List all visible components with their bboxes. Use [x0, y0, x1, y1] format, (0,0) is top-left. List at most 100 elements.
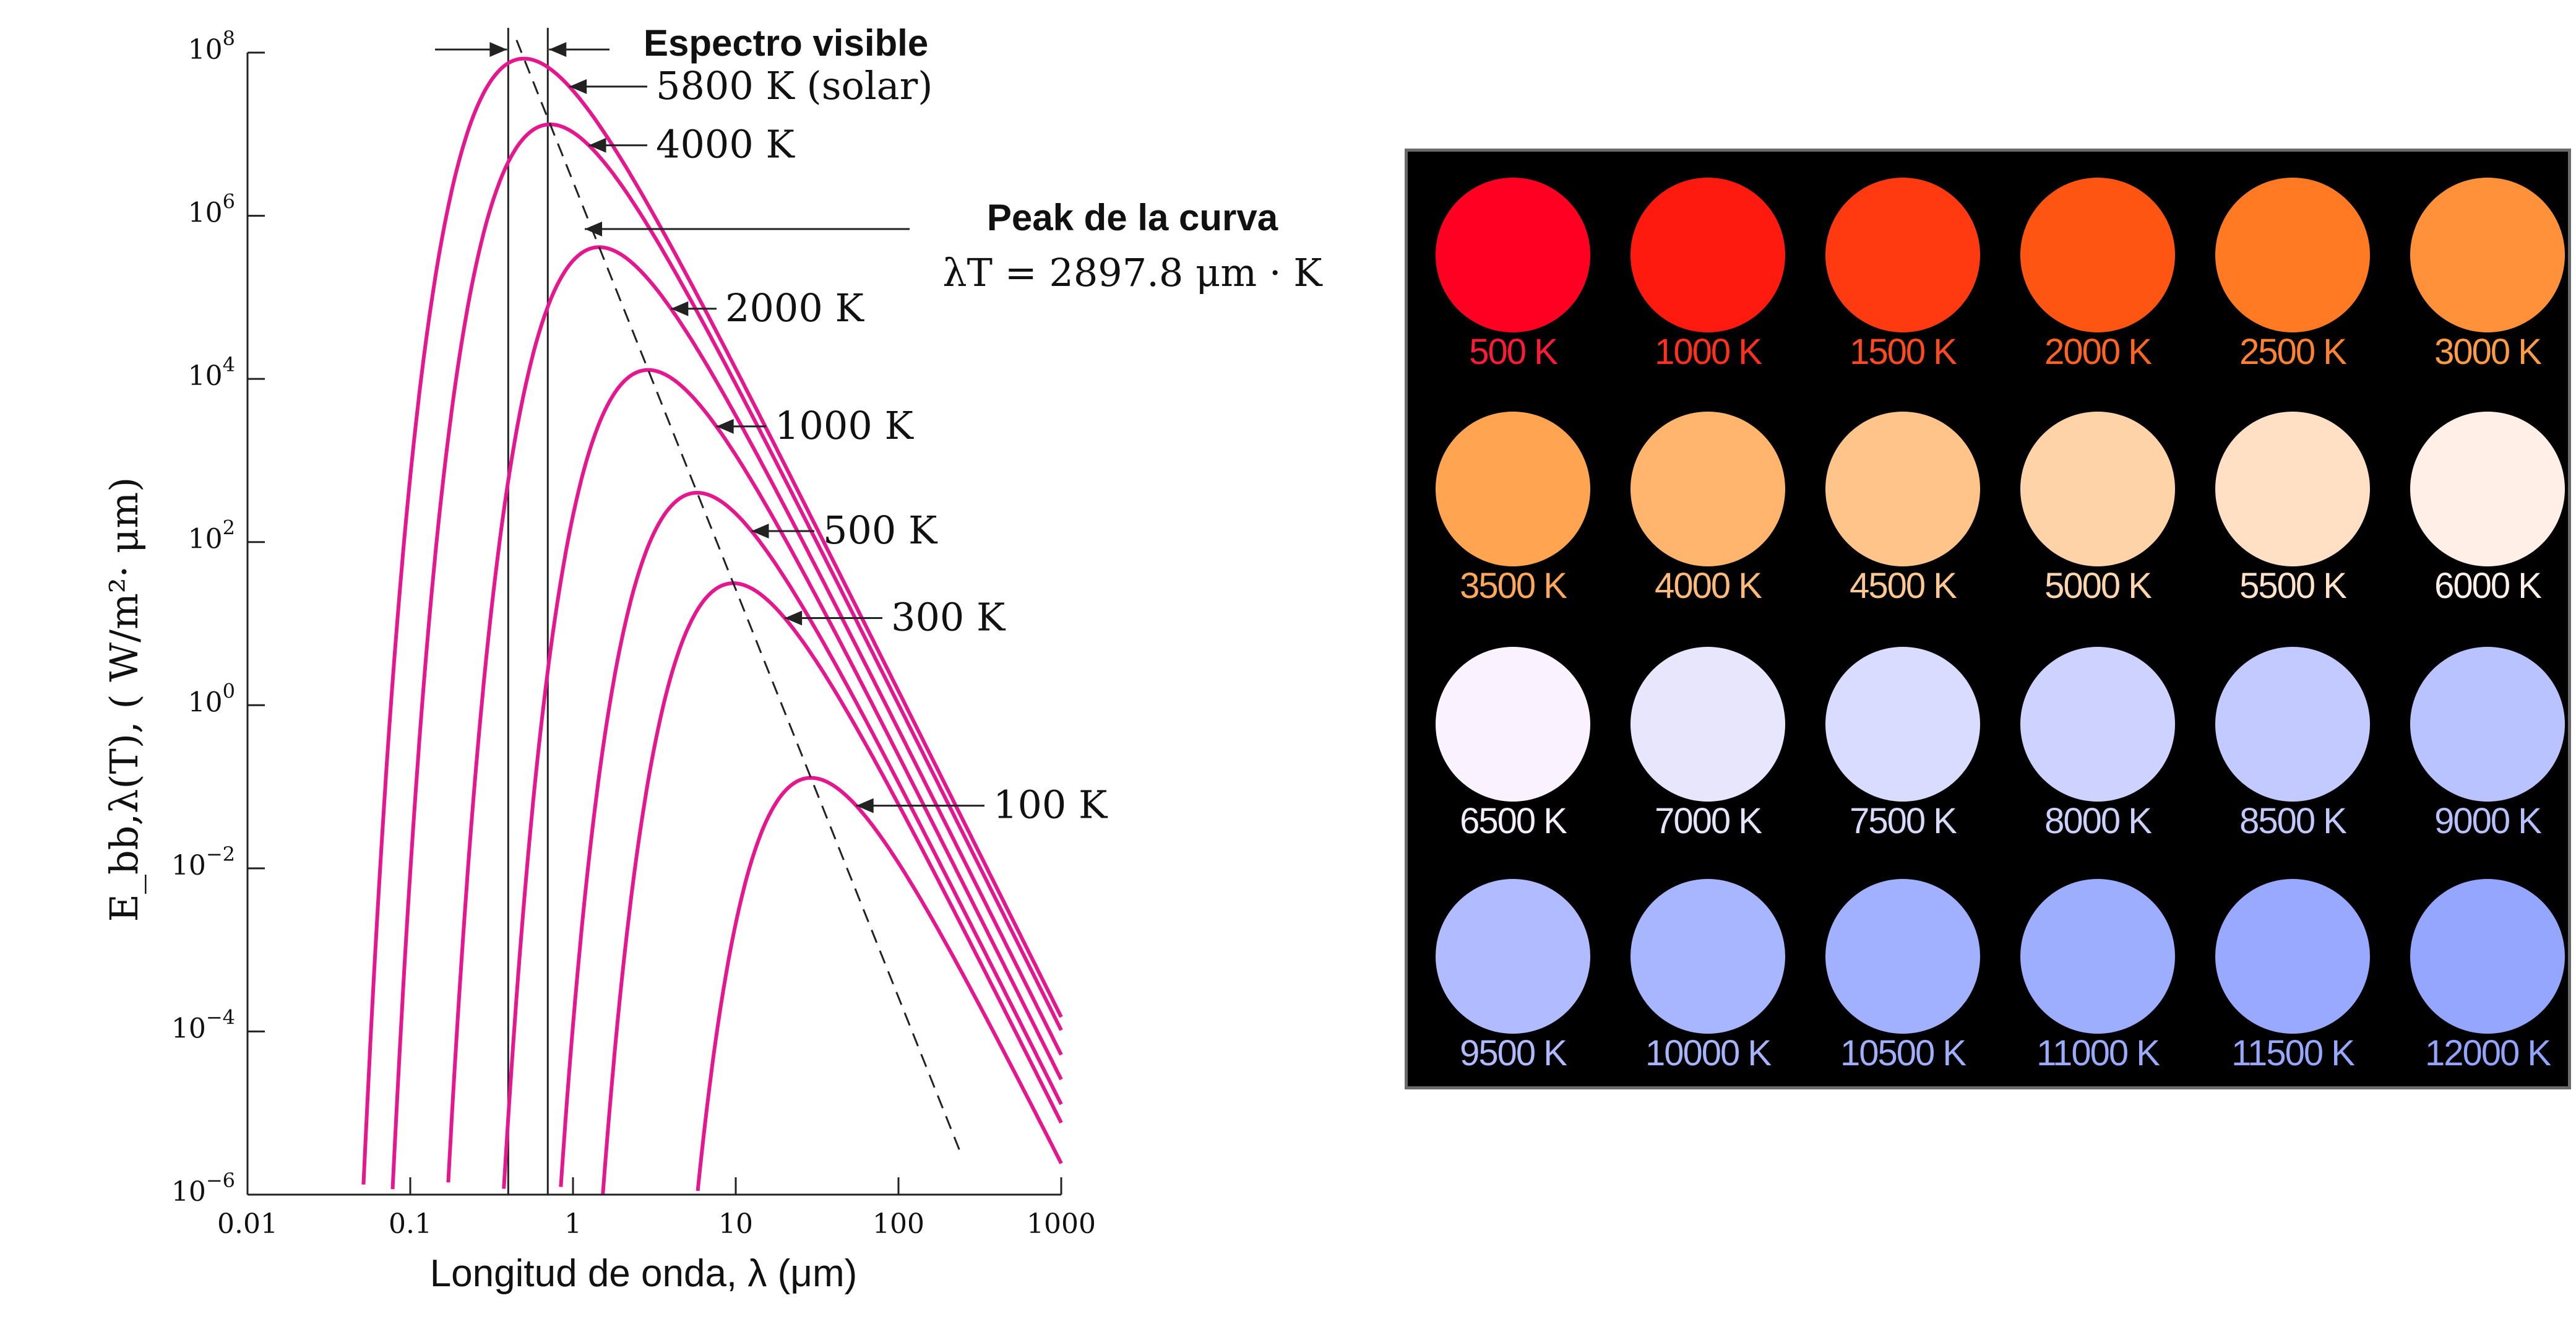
peak-arrowhead: [585, 222, 602, 236]
color-swatch: [2215, 178, 2370, 332]
swatch-label: 5000 K: [2044, 566, 2152, 606]
color-swatch: [1630, 178, 1785, 332]
swatch-cell: 11500 K: [2200, 879, 2385, 1102]
swatch-label: 4000 K: [1655, 566, 1762, 606]
y-tick-label: 10−6: [171, 1169, 235, 1208]
x-tick-label: 0.01: [217, 1208, 278, 1240]
swatch-cell: 500 K: [1420, 178, 1606, 400]
swatch-cell: 6000 K: [2395, 412, 2576, 634]
color-swatch: [1436, 412, 1590, 566]
swatch-cell: 8000 K: [2005, 647, 2190, 870]
swatch-label: 4500 K: [1850, 566, 1957, 606]
swatch-cell: 4000 K: [1615, 412, 1801, 634]
swatch-cell: 5500 K: [2200, 412, 2385, 634]
swatch-label: 5500 K: [2239, 566, 2347, 606]
swatch-label: 6500 K: [1460, 801, 1567, 841]
curve-2000k: [446, 245, 1063, 1183]
color-swatch: [1630, 879, 1785, 1034]
swatch-label: 8000 K: [2044, 801, 2152, 841]
swatch-label: 2000 K: [2044, 332, 2152, 372]
y-axis-label: E_bb,λ(T), ( W/m²· μm): [101, 477, 147, 922]
swatch-cell: 3000 K: [2395, 178, 2576, 400]
label-arrowhead-2000k: [671, 301, 689, 316]
visible-spectrum-label: Espectro visible: [644, 22, 928, 64]
swatch-label: 10500 K: [1840, 1033, 1966, 1073]
color-swatch: [1825, 647, 1980, 802]
y-tick-label: 10−4: [171, 1005, 235, 1044]
swatch-label: 500 K: [1469, 332, 1558, 372]
x-axis-label: Longitud de onda, λ (μm): [430, 1252, 858, 1295]
swatch-label: 9000 K: [2434, 801, 2542, 841]
curve-4000k: [390, 123, 1063, 1190]
y-tick-label: 108: [188, 27, 235, 66]
series-label-2000k: 2000 K: [725, 285, 864, 331]
swatch-cell: 8500 K: [2200, 647, 2385, 870]
label-arrowhead-100k: [856, 798, 874, 813]
label-arrowhead-4000k: [588, 137, 606, 153]
color-swatch: [1825, 879, 1980, 1034]
x-tick-label: 10: [718, 1208, 753, 1240]
color-swatch: [2215, 412, 2370, 566]
swatch-label: 6000 K: [2434, 566, 2542, 606]
swatch-cell: 7000 K: [1615, 647, 1801, 870]
y-tick-label: 100: [188, 679, 235, 718]
swatch-cell: 1500 K: [1810, 178, 1996, 400]
swatch-cell: 5000 K: [2005, 412, 2190, 634]
series-label-5800k: 5800 K (solar): [656, 63, 933, 108]
series-label-500k: 500 K: [823, 508, 938, 553]
label-arrowhead-500k: [751, 523, 769, 539]
swatch-cell: 12000 K: [2395, 879, 2576, 1102]
swatch-label: 1500 K: [1850, 332, 1957, 372]
color-swatch: [2410, 879, 2565, 1034]
swatch-cell: 1000 K: [1615, 178, 1801, 400]
swatch-cell: 2000 K: [2005, 178, 2190, 400]
curve-1000k: [502, 368, 1063, 1189]
series-label-4000k: 4000 K: [656, 122, 795, 167]
swatch-label: 7000 K: [1655, 801, 1762, 841]
color-swatch: [2410, 178, 2565, 332]
visible-arrowhead-right: [549, 42, 567, 57]
label-arrowhead-1000k: [716, 418, 734, 434]
color-swatch: [2215, 879, 2370, 1034]
color-swatch: [1436, 178, 1590, 332]
swatch-cell: 10000 K: [1615, 879, 1801, 1102]
color-swatch: [2020, 879, 2175, 1034]
color-swatch: [2020, 178, 2175, 332]
y-tick-label: 10−2: [171, 842, 235, 881]
curve-100k: [696, 776, 1063, 1192]
swatch-label: 2500 K: [2239, 332, 2347, 372]
color-swatch: [2215, 647, 2370, 802]
series-label-100k: 100 K: [993, 782, 1108, 828]
x-tick-label: 1000: [1027, 1208, 1096, 1240]
color-swatch: [2410, 412, 2565, 566]
curve-500k: [559, 491, 1063, 1187]
x-tick-label: 100: [872, 1208, 924, 1240]
swatch-cell: 9500 K: [1420, 879, 1606, 1102]
peak-title: Peak de la curva: [987, 197, 1278, 238]
swatch-cell: 3500 K: [1420, 412, 1606, 634]
color-swatch: [1630, 412, 1785, 566]
swatch-cell: 9000 K: [2395, 647, 2576, 870]
label-arrowhead-5800k: [569, 79, 587, 94]
peak-formula: λT = 2897.8 μm · K: [942, 250, 1323, 295]
color-swatch: [2020, 647, 2175, 802]
swatch-cell: 6500 K: [1420, 647, 1606, 870]
color-swatch: [1825, 412, 1980, 566]
spectral-curves: [361, 56, 1063, 1195]
color-swatch: [1825, 178, 1980, 332]
y-tick-label: 102: [188, 516, 235, 555]
color-swatch: [1436, 647, 1590, 802]
swatch-cell: 2500 K: [2200, 178, 2385, 400]
swatch-label: 10000 K: [1645, 1033, 1772, 1073]
curve-300k: [601, 581, 1063, 1195]
x-tick-label: 1: [564, 1208, 582, 1240]
x-tick-label: 0.1: [389, 1208, 432, 1240]
label-arrowhead-300k: [785, 610, 803, 626]
series-label-300k: 300 K: [891, 595, 1006, 640]
y-tick-label: 104: [188, 353, 235, 392]
swatch-cell: 10500 K: [1810, 879, 1996, 1102]
